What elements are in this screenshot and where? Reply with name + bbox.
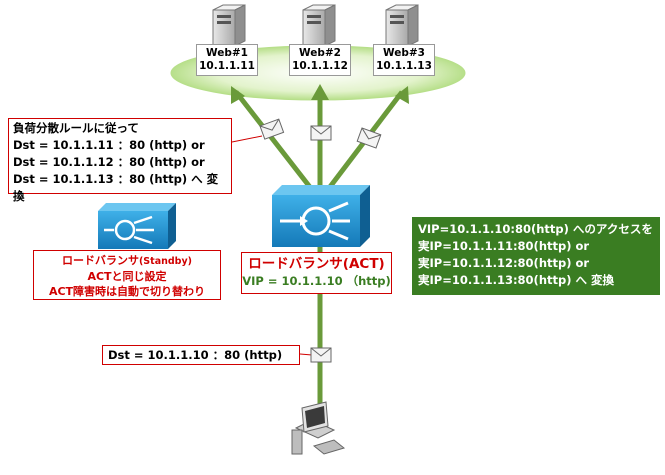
load-balancer-icon [98, 203, 176, 249]
server-name: Web#1 [206, 47, 248, 59]
server-ip: 10.1.1.12 [292, 60, 348, 72]
active-lb-label: ロードバランサ(ACT) VIP = 10.1.1.10 （http) [241, 252, 392, 294]
arrow-web1 [231, 86, 245, 104]
vip-line-1: VIP=10.1.1.10:80(http) へのアクセスを [418, 222, 653, 236]
vip-line-2: 実IP=10.1.1.11:80(http) or [418, 239, 590, 253]
leader-rule [231, 135, 263, 143]
server-name: Web#3 [383, 47, 425, 59]
rule-line-4: Dst = 10.1.1.13 ：80 (http) へ 変換 [13, 172, 219, 203]
server-name: Web#2 [299, 47, 341, 59]
envelope-packet-icon [356, 127, 382, 149]
envelope-packet-icon [310, 125, 332, 141]
vip-translation-note: VIP=10.1.1.10:80(http) へのアクセスを 実IP=10.1.… [412, 217, 660, 295]
leader-client [299, 353, 313, 356]
link-lb-web1 [234, 90, 322, 202]
vip-line-4: 実IP=10.1.1.13:80(http) へ 変換 [418, 273, 614, 287]
arrow-web2 [311, 84, 329, 100]
arrow-web3 [395, 86, 409, 104]
client-dst: Dst = 10.1.1.10 ：80 (http) [108, 348, 283, 362]
rule-line-3: Dst = 10.1.1.12 ：80 (http) or [13, 155, 205, 169]
server-ip: 10.1.1.11 [199, 60, 255, 72]
server-label-web1: Web#1 10.1.1.11 [196, 44, 258, 76]
standby-suffix: (Standby) [138, 256, 193, 267]
standby-line-2: ACTと同じ設定 [87, 270, 167, 283]
leader-lines [231, 135, 313, 356]
arrowheads [231, 84, 409, 104]
server-label-web2: Web#2 10.1.1.12 [289, 44, 351, 76]
standby-title-row: ロードバランサ(Standby) [34, 253, 220, 269]
standby-line-3: ACT障害時は自動で切り替わり [48, 285, 206, 298]
load-balancer-icon [272, 185, 370, 247]
active-lb-title: ロードバランサ(ACT) [248, 256, 385, 272]
server-tower-icon [302, 4, 336, 47]
link-lb-web3 [318, 90, 404, 202]
server-ip: 10.1.1.13 [376, 60, 432, 72]
envelope-packet-icon [259, 118, 285, 140]
server-tower-icon [385, 4, 419, 47]
active-lb-vip: VIP = 10.1.1.10 （http) [242, 274, 391, 288]
vip-line-3: 実IP=10.1.1.12:80(http) or [418, 256, 590, 270]
rule-line-2: Dst = 10.1.1.11 ：80 (http) or [13, 138, 205, 152]
client-callout: Dst = 10.1.1.10 ：80 (http) [102, 345, 300, 365]
standby-lb-label: ロードバランサ(Standby) ACTと同じ設定 ACT障害時は自動で切り替わ… [33, 250, 221, 300]
server-label-web3: Web#3 10.1.1.13 [373, 44, 435, 76]
rule-line-1: 負荷分散ルールに従って [13, 121, 139, 135]
standby-title: ロードバランサ [61, 254, 139, 267]
envelope-packet-icon [310, 347, 332, 363]
workstation-icon [291, 401, 346, 455]
server-tower-icon [212, 4, 246, 47]
rule-callout: 負荷分散ルールに従って Dst = 10.1.1.11 ：80 (http) o… [8, 118, 232, 203]
